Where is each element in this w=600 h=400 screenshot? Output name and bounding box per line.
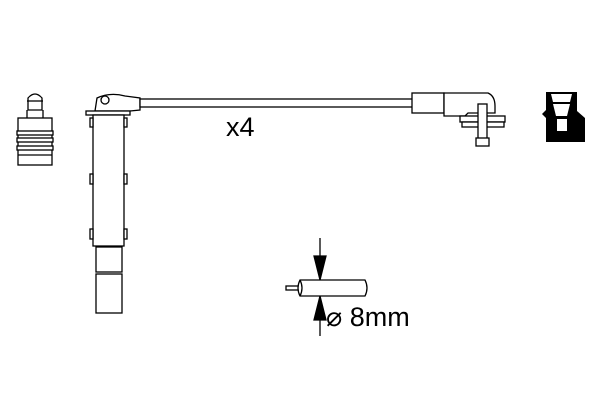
- angled-connector: [411, 92, 506, 147]
- terminal-cap: [542, 92, 585, 142]
- spark-plug-connector: [16, 93, 54, 166]
- ignition-cable: [139, 98, 414, 108]
- cable-cross-section: [285, 279, 368, 297]
- quantity-label: x4: [226, 112, 255, 142]
- diameter-label: ⌀ 8mm: [326, 302, 410, 332]
- coil-boot: [85, 93, 141, 314]
- diameter-arrows: [313, 238, 327, 336]
